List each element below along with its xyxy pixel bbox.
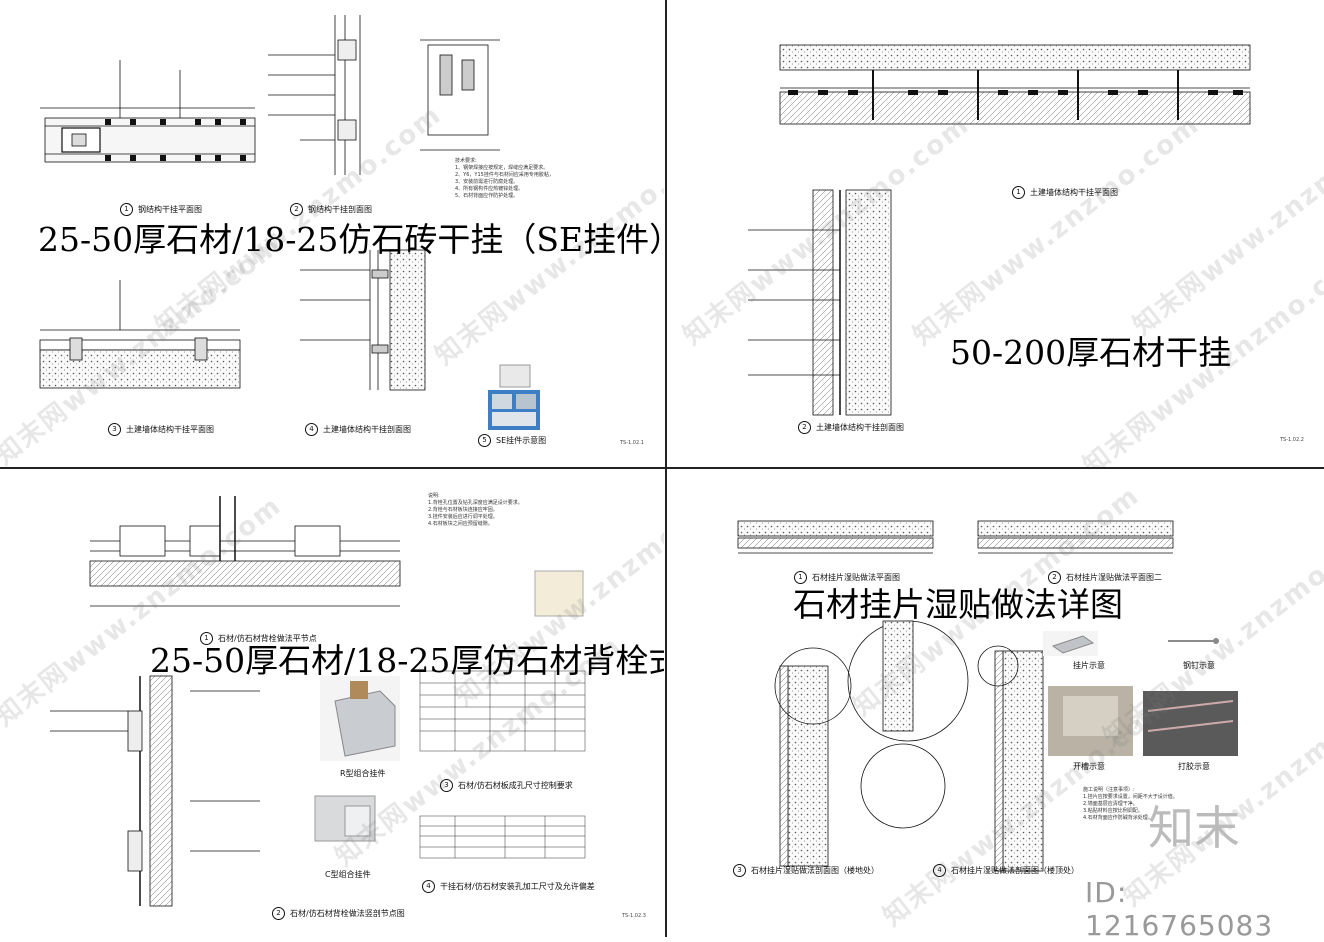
quadrant-se-hanger: 知末网www.znzmo.com 知末网www.znzmo.com 知末网www… [0, 0, 664, 467]
technical-notes: 说明: 1.背栓孔位置及钻孔深度应满足设计要求。 2.背栓与石材板块连接应牢固。… [428, 493, 523, 527]
caption-r-hanger: R型组合挂件 [340, 769, 386, 778]
technical-notes: 技术要求: 1、钢架焊接应按规定，焊缝应满足要求。 2、Y6，Y15挂件与石材间… [455, 158, 554, 199]
back-bolt-drawings [50, 496, 586, 907]
wet-paste-drawings [737, 520, 1238, 872]
brand-logo: 知末 [1148, 801, 1240, 855]
title-q1: 25-50厚石材/18-25仿石砖干挂（SE挂件） [38, 220, 664, 259]
quadrant-wet-paste: 知末网www.znzmo.com 知末网www.znzmo.com 知末网www… [668, 471, 1324, 937]
caption-slot-sample: 开槽示意 [1073, 762, 1105, 771]
sheet-number: TS-1.02.1 [620, 440, 644, 446]
title-q3: 25-50厚石材/18-25厚仿石材背栓式干挂通用节点 [150, 641, 664, 680]
se-hanger-drawings [39, 15, 540, 430]
sheet-number: TS-1.02.3 [622, 913, 646, 919]
quadrant-thick-stone: 知末网www.znzmo.com 知末网www.znzmo.com 知末网www… [668, 0, 1324, 467]
sheet-number: TS-1.02.2 [1280, 437, 1304, 443]
caption-hanger-sample: 挂片示意 [1073, 661, 1105, 670]
caption-nail-sample: 钢钉示意 [1183, 661, 1215, 670]
caption-c-hanger: C型组合挂件 [325, 870, 371, 879]
caption-glue-sample: 打胶示意 [1178, 762, 1210, 771]
thick-stone-drawings [748, 44, 1251, 416]
title-q2: 50-200厚石材干挂 [950, 333, 1232, 372]
id-label: ID: 1216765083 [1085, 876, 1274, 942]
title-q4: 石材挂片湿贴做法详图 [793, 585, 1123, 624]
horizontal-divider [0, 467, 1324, 469]
technical-notes: 施工说明（注意事项）: 1.挂片应按要求设置，间距不大于设计值。 2.墙面基层应… [1083, 787, 1178, 821]
quadrant-back-bolt: 知末网www.znzmo.com 知末网www.znzmo.com 知末网www… [0, 471, 664, 937]
